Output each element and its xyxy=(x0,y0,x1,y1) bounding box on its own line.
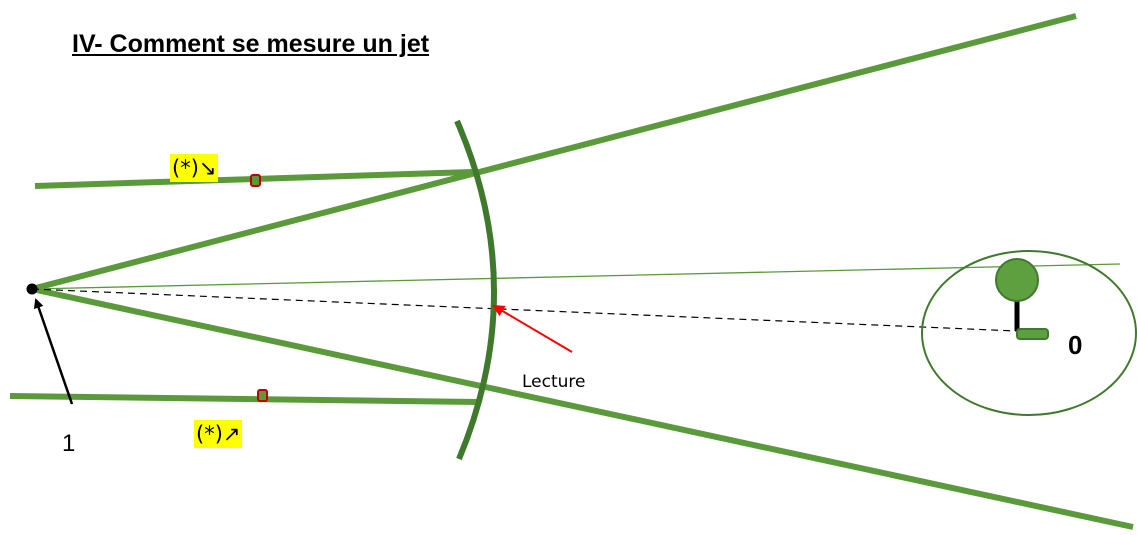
upper-marker-label: (*)↘ xyxy=(170,154,219,182)
lower-marker-label: (*)↗ xyxy=(194,420,243,448)
upper-red-marker xyxy=(250,174,261,187)
origin-point xyxy=(26,283,38,295)
target-flag xyxy=(1016,328,1049,340)
target-circle xyxy=(921,250,1137,416)
measuring-arc xyxy=(454,119,497,461)
origin-label: 1 xyxy=(62,430,76,457)
lower-red-marker xyxy=(257,389,268,402)
page-title: IV- Comment se mesure un jet xyxy=(72,30,430,58)
sight-dashed-line xyxy=(31,288,1017,332)
lower-reference-line xyxy=(9,393,479,405)
reading-label: Lecture xyxy=(522,372,586,392)
origin-arrow xyxy=(33,298,74,405)
target-value-label: 0 xyxy=(1068,330,1083,360)
cone-lower-line xyxy=(31,286,1134,530)
cone-upper-line xyxy=(31,13,1077,292)
reading-arrow xyxy=(492,304,573,353)
aim-line xyxy=(31,263,1121,290)
target-ball xyxy=(995,258,1039,302)
